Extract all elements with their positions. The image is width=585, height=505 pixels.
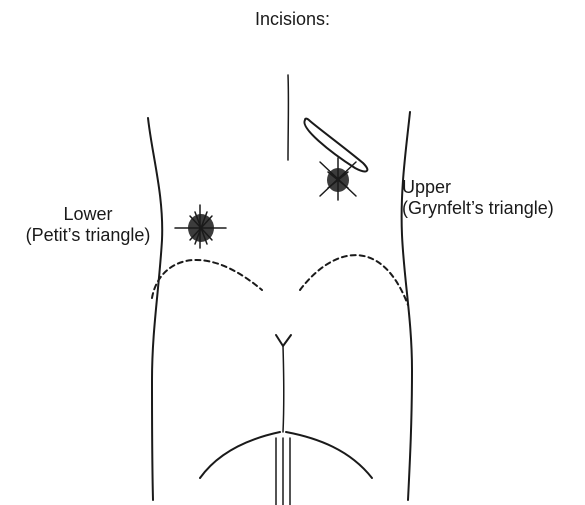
right-flank-outline xyxy=(402,112,412,500)
lower-incision-label-line2: (Petit’s triangle) xyxy=(4,225,172,246)
left-flank-outline xyxy=(148,118,162,500)
lower-incision-label-line1: Lower xyxy=(4,204,172,225)
figure-title: Incisions: xyxy=(0,9,585,30)
lower-incision-label: Lower (Petit’s triangle) xyxy=(4,204,172,246)
right-buttock-curve xyxy=(286,432,372,478)
lower-incision-mark xyxy=(175,205,226,248)
left-iliac-crest-dashed xyxy=(152,260,262,298)
upper-incision-label-line2: (Grynfelt’s triangle) xyxy=(402,198,554,219)
left-buttock-curve xyxy=(200,432,280,478)
upper-incision-outline xyxy=(304,119,367,172)
upper-incision-label: Upper (Grynfelt’s triangle) xyxy=(402,177,554,219)
gluteal-cleft-line xyxy=(283,346,284,432)
upper-incision-label-line1: Upper xyxy=(402,177,554,198)
intergluteal-lines xyxy=(276,438,290,505)
gluteal-cleft-top xyxy=(276,335,291,346)
right-iliac-crest-dashed xyxy=(300,255,408,305)
